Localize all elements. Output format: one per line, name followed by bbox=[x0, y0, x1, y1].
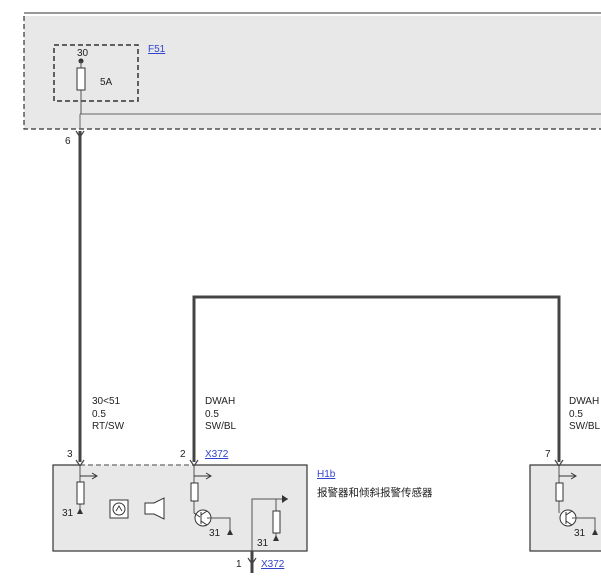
connector-x372-link-top[interactable]: X372 bbox=[205, 449, 229, 460]
wire-middle-gauge: 0.5 bbox=[205, 409, 219, 420]
ground-middle-icon bbox=[227, 529, 233, 535]
wire-right-color: SW/BL bbox=[569, 421, 601, 432]
transistor-legs-icon bbox=[193, 510, 208, 526]
ground-label-2: 31 bbox=[209, 528, 221, 539]
wire-middle-loop bbox=[192, 295, 561, 462]
pin-1-connector-icon bbox=[247, 557, 257, 566]
wire-left-color: RT/SW bbox=[92, 421, 125, 432]
input-arrow-right-icon bbox=[559, 472, 577, 480]
module-h1b: 31 31 31 bbox=[52, 459, 308, 552]
resistor-right-module-icon bbox=[555, 482, 564, 502]
connector-x372-link-bottom[interactable]: X372 bbox=[261, 559, 285, 570]
fuse-box-link[interactable]: F51 bbox=[148, 44, 166, 55]
siren-mark-icon bbox=[115, 505, 123, 512]
ground-right-module-icon bbox=[592, 529, 598, 535]
module-right-partial: 31 bbox=[529, 459, 601, 552]
output-arrow-icon bbox=[282, 495, 288, 503]
wire-middle-signal: DWAH bbox=[205, 396, 235, 407]
pin-2-label: 2 bbox=[180, 449, 186, 460]
wire-left-gauge: 0.5 bbox=[92, 409, 106, 420]
module-box bbox=[52, 464, 308, 552]
fuse-rating-label: 5A bbox=[100, 77, 113, 88]
wire-left-labels: 30<51 0.5 RT/SW bbox=[92, 396, 125, 432]
siren-circle-icon bbox=[112, 502, 126, 516]
module-right-box bbox=[529, 464, 601, 552]
resistor-middle-icon bbox=[190, 482, 199, 502]
input-arrow-left-icon bbox=[80, 472, 98, 480]
resistor-right-icon bbox=[272, 510, 281, 534]
pin-1-label: 1 bbox=[236, 559, 242, 570]
fuse-inner-box bbox=[53, 44, 139, 102]
ground-label-1: 31 bbox=[62, 508, 74, 519]
fuse-icon bbox=[76, 67, 86, 91]
input-arrow-middle-icon bbox=[194, 472, 212, 480]
fuse-box-border bbox=[23, 16, 601, 130]
fuse-box: 30 5A F51 bbox=[23, 12, 601, 130]
fuse-terminal-label: 30 bbox=[77, 48, 89, 59]
ground-right-icon bbox=[273, 535, 279, 541]
wire-middle-color: SW/BL bbox=[205, 421, 237, 432]
fuse-box-fill bbox=[24, 16, 601, 129]
wire-middle-labels: DWAH 0.5 SW/BL bbox=[205, 396, 237, 432]
pin-3-label: 3 bbox=[67, 449, 73, 460]
wire-left-signal: 30<51 bbox=[92, 396, 121, 407]
transistor-ground-wire bbox=[207, 517, 231, 532]
resistor-left-icon bbox=[76, 481, 85, 505]
module-link-h1b[interactable]: H1b bbox=[317, 469, 336, 480]
pin-7-label: 7 bbox=[545, 449, 551, 460]
wire-right-signal: DWAH bbox=[569, 396, 599, 407]
fuse-output-pin-label: 6 bbox=[65, 136, 71, 147]
ground-label-right: 31 bbox=[574, 528, 586, 539]
wire-right-labels: DWAH 0.5 SW/BL bbox=[569, 396, 601, 432]
transistor-right-legs-icon bbox=[565, 510, 573, 526]
transistor-right-ground-wire bbox=[572, 517, 596, 532]
wire-right-gauge: 0.5 bbox=[569, 409, 583, 420]
module-description: 报警器和倾斜报警传感器 bbox=[317, 486, 433, 499]
speaker-icon bbox=[144, 497, 165, 520]
ground-label-3: 31 bbox=[257, 538, 269, 549]
ground-left-icon bbox=[77, 508, 83, 514]
